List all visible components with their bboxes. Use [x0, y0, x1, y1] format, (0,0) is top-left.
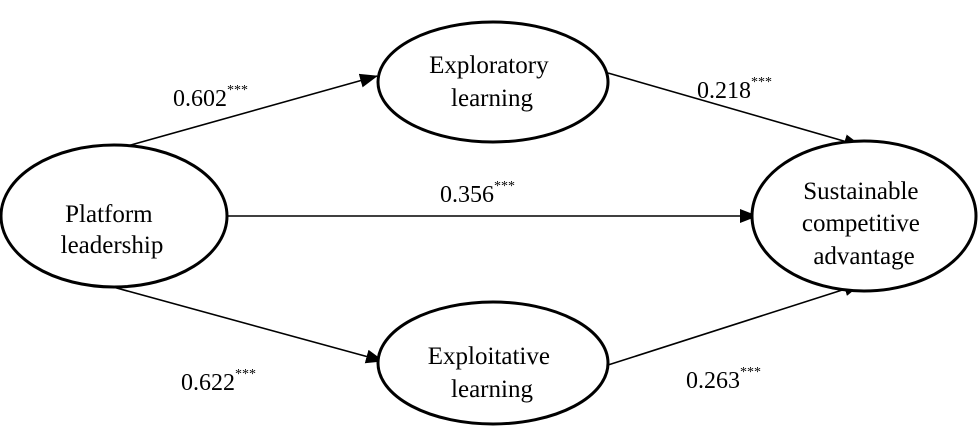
- edge-label-exploitative-sustainable: 0.263***: [686, 365, 761, 394]
- edge-exploitative-sustainable: [607, 282, 862, 366]
- node-label-line: advantage: [813, 243, 914, 270]
- node-label-line: Exploratory: [429, 52, 549, 79]
- significance-stars: ***: [227, 83, 248, 98]
- node-label-line: leadership: [61, 232, 164, 259]
- node-label-line: Platform: [65, 201, 153, 228]
- coefficient: 0.263: [686, 368, 740, 394]
- node-exploitative-learning: Exploitative learning: [376, 300, 610, 426]
- node-label-line: competitive: [802, 210, 920, 237]
- edge-platform-exploitative: [112, 286, 384, 364]
- edge-label-platform-exploitative: 0.622***: [181, 367, 256, 396]
- node-label-line: learning: [451, 376, 533, 403]
- edge-exploratory-sustainable: [607, 72, 862, 149]
- edge-label-platform-exploratory: 0.602***: [173, 83, 248, 112]
- edge-platform-exploratory: [112, 73, 378, 151]
- node-label-line: Exploitative: [428, 343, 550, 370]
- node-label-line: Sustainable: [803, 178, 918, 205]
- svg-text:Sustainable competitive: Sustainable competitive advantage: [802, 178, 926, 270]
- edge-label-platform-sustainable: 0.356***: [440, 179, 515, 208]
- coefficient: 0.356: [440, 182, 494, 208]
- coefficient: 0.622: [181, 370, 235, 396]
- node-label-line: learning: [451, 85, 533, 112]
- significance-stars: ***: [751, 75, 772, 90]
- node-exploratory-learning: Exploratory learning: [376, 20, 610, 144]
- svg-text:Exploratory learning: Exploratory learning: [429, 52, 555, 112]
- svg-text:Platform leadership: Platform leadership: [61, 201, 164, 259]
- significance-stars: ***: [494, 179, 515, 194]
- significance-stars: ***: [235, 367, 256, 382]
- significance-stars: ***: [740, 365, 761, 380]
- edge-label-exploratory-sustainable: 0.218***: [697, 75, 772, 104]
- coefficient: 0.218: [697, 78, 751, 104]
- svg-text:Exploitative learning: Exploitative learning: [428, 343, 556, 403]
- node-sustainable-competitive-advantage: Sustainable competitive advantage: [750, 139, 978, 293]
- node-platform-leadership: Platform leadership: [0, 143, 229, 289]
- coefficient: 0.602: [173, 86, 227, 112]
